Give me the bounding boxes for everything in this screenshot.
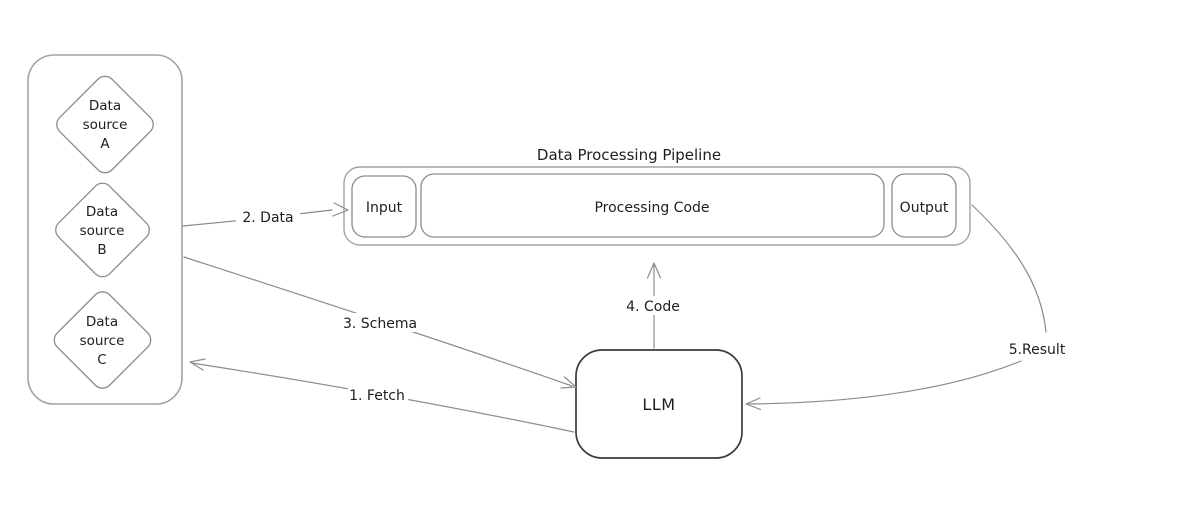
- data-source-c-label-line2: source: [80, 333, 125, 349]
- processing-code-box: [420, 173, 885, 238]
- pipeline-container: [343, 166, 971, 246]
- data-source-b-label-line2: source: [80, 223, 125, 239]
- arrow-schema-label: 3. Schema: [343, 316, 417, 332]
- data-source-a-label-line1: Data: [89, 98, 121, 114]
- arrow-code-label: 4. Code: [626, 299, 680, 315]
- arrow-data-head: [332, 202, 349, 217]
- data-source-c-node: Data source C: [53, 291, 152, 389]
- arrow-result-label-bg: [1006, 339, 1068, 358]
- llm-box: [575, 349, 743, 459]
- data-source-a-node: Data source A: [56, 75, 154, 174]
- arrow-result-line-upper: [971, 204, 1047, 333]
- llm-label: LLM: [642, 395, 675, 414]
- arrow-fetch-head: [189, 358, 206, 371]
- arrow-data-label-bg: [236, 207, 300, 226]
- output-box: [891, 173, 957, 238]
- pipeline-group: Data Processing Pipeline Input Processin…: [343, 146, 971, 246]
- processing-code-label: Processing Code: [594, 200, 709, 216]
- arrow-code-label-bg: [625, 296, 682, 315]
- arrow-result-head: [745, 397, 762, 411]
- arrow-labels-group: 2. Data 3. Schema 1. Fetch 4. Code 5.Res…: [236, 207, 1068, 404]
- data-source-c-label-line3: C: [97, 352, 106, 368]
- arrow-schema-label-bg: [345, 313, 417, 332]
- arrow-fetch-label: 1. Fetch: [349, 388, 405, 404]
- arrow-result: [745, 204, 1047, 411]
- output-label: Output: [900, 200, 949, 216]
- llm-node: LLM: [575, 349, 743, 459]
- arrow-result-label: 5.Result: [1009, 342, 1066, 358]
- data-sources-group: Data source A Data source B Data source …: [27, 54, 183, 405]
- data-source-c-diamond: [53, 291, 152, 389]
- input-label: Input: [366, 200, 403, 216]
- input-box: [351, 175, 417, 238]
- arrow-schema-head: [560, 376, 577, 389]
- pipeline-title: Data Processing Pipeline: [537, 146, 721, 164]
- data-source-b-label-line3: B: [97, 242, 106, 258]
- arrow-fetch-label-bg: [348, 385, 408, 404]
- data-source-a-label-line2: source: [83, 117, 128, 133]
- data-source-b-label-line1: Data: [86, 204, 118, 220]
- data-source-a-diamond: [56, 75, 154, 174]
- data-source-a-label-line3: A: [100, 136, 110, 152]
- arrow-code-head: [646, 262, 662, 279]
- data-source-c-label-line1: Data: [86, 314, 118, 330]
- data-source-b-diamond: [55, 182, 150, 278]
- arrow-result-line-lower: [747, 360, 1022, 405]
- arrow-data-label: 2. Data: [242, 210, 293, 226]
- data-source-b-node: Data source B: [55, 182, 150, 278]
- data-sources-container: [27, 54, 183, 405]
